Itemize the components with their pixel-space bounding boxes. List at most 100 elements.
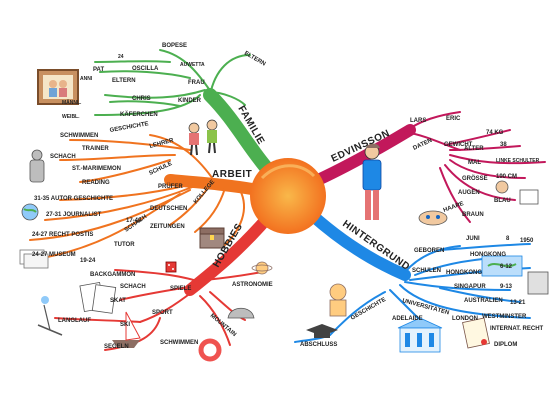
hintergrund-item: WESTMINSTER [482,314,527,320]
arbeit-item: 31-35 AUTOR GESCHICHTE [34,196,113,202]
edvinsson-item: ALTER [464,146,484,152]
arbeit-item: READING [82,180,110,186]
edvinsson-item: 38 [500,142,507,148]
hintergrund-item: ABSCHLUSS [300,342,337,348]
familie-item: ANNI [80,76,93,82]
helmet-illustration [227,307,255,319]
statue-illustration [329,283,347,317]
edvinsson-item: AUGEN [458,190,480,196]
arbeit-item: ZEITUNGEN [150,224,185,230]
facial-features-illustration [418,180,539,226]
person-illustration [362,143,382,220]
central-image-highlight [260,164,316,180]
hobbies-item: SKI [120,322,130,328]
familie-item: PAT [93,67,104,73]
arbeit-item: 17-40 [126,218,142,224]
edvinsson-item: LINKE SCHULTER [496,158,540,164]
hobbies-item: ASTRONOMIE [232,282,273,288]
hintergrund-item: DIPLOM [494,342,517,348]
familie-item: WEIBL. [62,114,80,120]
familie-item: BOPESE [162,43,187,49]
sailboat-illustration [112,311,141,348]
edvinsson-item: MAL [468,160,481,166]
arbeit-item: TUTOR [114,242,135,248]
edvinsson-item: ERIC [446,116,461,122]
stamp-illustration [527,271,549,295]
hintergrund-item: JUNI [466,236,480,242]
familie-item: FRAU [188,80,205,86]
edvinsson-subbranches [404,111,546,223]
hintergrund-item: 13-21 [510,300,526,306]
edvinsson-item: DATEN [412,138,433,152]
edvinsson-branch [312,124,416,186]
swim-ring-illustration [198,338,222,362]
arbeit-label: ARBEIT [212,169,252,180]
hobbies-branch [184,209,276,296]
hobbies-item: SCHWIMMEN [160,340,198,346]
arbeit-item: SCHACH [50,154,76,160]
world-map-illustration [481,255,523,277]
globe-illustration [21,203,39,221]
familie-item: ELTERN [112,78,136,84]
edvinsson-item: LARS [410,118,426,124]
hobbies-item: BACKGAMMON [90,272,135,278]
edvinsson-item: GEWICHT [444,142,473,148]
graduation-cap-illustration [306,324,338,338]
diploma-illustration [462,317,490,349]
familie-item: ELTERN [243,51,266,68]
arbeit-item: 24-27 MUSEUM [32,252,76,258]
familie-item: 24 [118,54,124,60]
hintergrund-item: 1950 [520,238,534,244]
hintergrund-item: LONDON [452,316,478,322]
planet-illustration [251,261,273,275]
skier-illustration [37,296,63,336]
familie-item: CHRIS [132,96,151,102]
familie-item: AUWETTA [180,62,205,68]
arbeit-labels: SCHWIMMEN GESCHICHTE LEHRER TRAINER SCHA… [32,121,216,264]
familie-item: KINDER [178,98,202,104]
hintergrund-item: HONGKONG [446,270,482,276]
arbeit-item: 27-31 JOURNALIST [46,212,102,218]
edvinsson-item: BLAU [494,198,511,204]
arbeit-item: 19-24 [80,258,96,264]
documents-illustration [19,249,49,269]
edvinsson-item: BRAUN [462,212,484,218]
hintergrund-item: HONGKONG [470,252,506,258]
hintergrund-item: 8 [506,236,510,242]
familie-subbranches [94,49,251,116]
hobbies-item: SPORT [152,310,173,316]
hobbies-item: SEGELN [104,344,129,350]
cards-illustration [79,281,117,314]
hobbies-item: SPIELE [170,286,191,292]
arbeit-item: ST.-MARIMEMON [72,166,121,172]
family-photo-illustration [37,69,79,105]
chest-illustration [199,227,225,249]
arbeit-subbranches [29,134,245,261]
edvinsson-item: 74 KG [486,130,504,136]
arbeit-item: DEUTSCHEN [150,206,187,212]
hobbies-item: SKAT [110,298,126,304]
arbeit-branch [164,174,264,196]
familie-branch [203,88,277,179]
hintergrund-item: SCHULEN [412,268,441,274]
edvinsson-item: GRÖSSE [462,175,488,182]
hobbies-subbranches [54,269,263,351]
edvinsson-item: 190 CM [496,174,517,180]
familie-item: MÄNNL. [62,99,82,106]
hintergrund-item: ADELAIDE [392,316,423,322]
chess-illustration [29,149,45,183]
arbeit-item: GESCHICHTE [109,121,149,134]
hintergrund-item: INTERNAT. RECHT [490,326,544,332]
arbeit-item: TRAINER [82,146,109,152]
hintergrund-item: SINGAPUR [454,284,486,290]
children-illustration [188,119,218,156]
familie-item: KÄFERCHEN [120,111,158,118]
arbeit-item: PRÜFER [158,183,183,190]
hintergrund-branch [306,209,411,281]
hintergrund-item: 9-13 [500,284,513,290]
university-building-illustration [397,317,443,353]
hobbies-item: LANGLAUF [58,318,91,324]
familie-item: OSCILLA [132,66,159,72]
hintergrund-item: AUSTRALIEN [464,298,503,304]
